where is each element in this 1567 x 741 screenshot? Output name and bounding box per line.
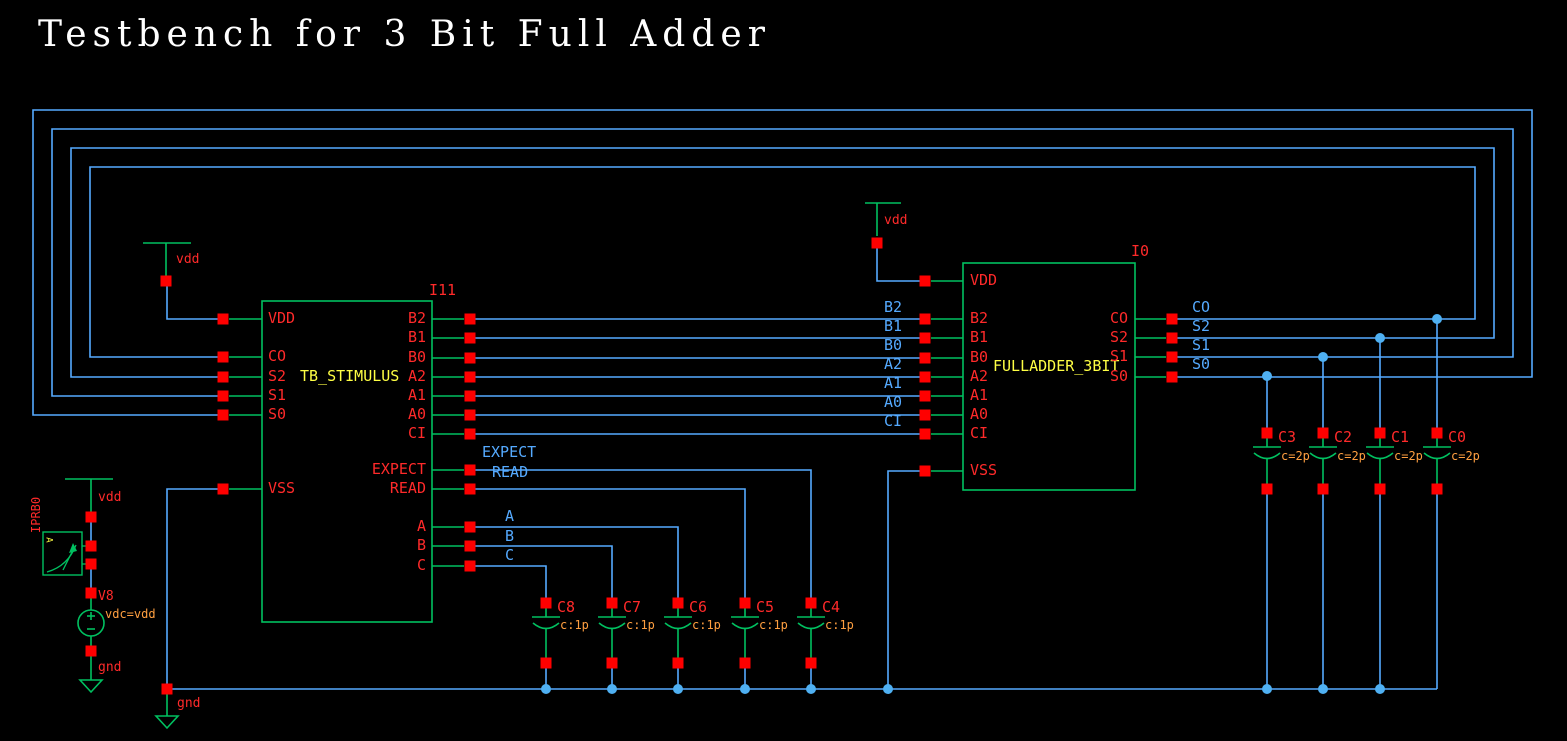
fa-pin-b0: B0	[970, 348, 989, 366]
iprb0-probe[interactable]	[42, 531, 86, 576]
pin-squares[interactable]	[85, 237, 1443, 695]
tb-pin-a0: A0	[407, 405, 426, 423]
gnd-label-v8: gnd	[98, 660, 122, 675]
ammeter-unit-label: A	[43, 537, 54, 543]
tb-pin-a2: A2	[407, 367, 426, 385]
cap-name-c7[interactable]: C7	[623, 598, 642, 616]
fa-pin-s1: S1	[1109, 347, 1128, 365]
fa-instance-name[interactable]: I0	[1131, 242, 1150, 260]
fa-pin-s0: S0	[1109, 367, 1128, 385]
net-label-co-out[interactable]: CO	[1192, 298, 1211, 316]
net-label-c[interactable]: C	[505, 546, 515, 564]
tb-pin-ci: CI	[407, 424, 426, 442]
tb-pin-s2: S2	[268, 367, 287, 385]
net-label-b2[interactable]: B2	[883, 298, 902, 316]
cap-value-c0: c=2p	[1451, 449, 1480, 463]
net-label-a0[interactable]: A0	[883, 393, 902, 411]
fa-pin-b1: B1	[970, 328, 989, 346]
cap-name-c3[interactable]: C3	[1278, 428, 1297, 446]
net-label-expect[interactable]: EXPECT	[482, 443, 537, 461]
tb-pin-s1: S1	[268, 386, 287, 404]
cap-name-c8[interactable]: C8	[557, 598, 576, 616]
cap-name-c5[interactable]: C5	[756, 598, 775, 616]
cap-name-c4[interactable]: C4	[822, 598, 841, 616]
junction-dots	[541, 314, 1442, 694]
fa-cell-name[interactable]: FULLADDER_3BIT	[993, 357, 1120, 375]
net-label-a2[interactable]: A2	[883, 355, 902, 373]
net-label-b1[interactable]: B1	[883, 317, 902, 335]
net-label-a1[interactable]: A1	[883, 374, 902, 392]
cap-value-c5: c:1p	[759, 618, 788, 632]
probe-name[interactable]: IPRB0	[29, 496, 43, 533]
cap-name-c1[interactable]: C1	[1391, 428, 1410, 446]
tb-pin-a: A	[416, 517, 426, 535]
cap-name-c0[interactable]: C0	[1448, 428, 1467, 446]
vdd-label-tb: vdd	[176, 252, 200, 267]
tb-instance-name[interactable]: I11	[429, 281, 457, 299]
schematic-title: Testbench for 3 Bit Full Adder	[38, 14, 771, 55]
vdd-label-fa: vdd	[884, 213, 908, 228]
cap-value-c3: c=2p	[1281, 449, 1310, 463]
fa-pin-ci: CI	[970, 424, 989, 442]
gnd-label-rail: gnd	[177, 696, 201, 711]
source-value: vdc=vdd	[105, 607, 156, 621]
wires[interactable]	[32, 109, 1533, 690]
components[interactable]	[65, 202, 1451, 730]
v8-source[interactable]	[77, 598, 105, 646]
tb-pin-read: READ	[389, 479, 426, 497]
fa-pin-co: CO	[1109, 309, 1128, 327]
net-label-b0[interactable]: B0	[883, 336, 902, 354]
fa-pin-vdd: VDD	[970, 271, 998, 289]
gnd-symbol-rail	[154, 715, 180, 730]
tb-stimulus-outline	[261, 300, 433, 623]
fa-pin-a2: A2	[970, 367, 989, 385]
source-name[interactable]: V8	[98, 589, 114, 604]
net-label-a[interactable]: A	[505, 507, 515, 525]
cap-value-c1: c=2p	[1394, 449, 1423, 463]
tb-pin-b: B	[416, 536, 426, 554]
tb-pin-vdd: VDD	[268, 309, 296, 327]
cap-name-c2[interactable]: C2	[1334, 428, 1353, 446]
fa-pin-a1: A1	[970, 386, 989, 404]
net-label-ci[interactable]: CI	[883, 412, 902, 430]
probe-box	[42, 531, 83, 576]
fa-pin-a0: A0	[970, 405, 989, 423]
tb-pin-b1: B1	[407, 328, 426, 346]
cap-value-c7: c:1p	[626, 618, 655, 632]
fa-pin-vss: VSS	[970, 461, 998, 479]
tb-pin-c: C	[416, 556, 426, 574]
net-label-s0-out[interactable]: S0	[1192, 355, 1211, 373]
tb-pin-b2: B2	[407, 309, 426, 327]
cap-name-c6[interactable]: C6	[689, 598, 708, 616]
net-label-s2-out[interactable]: S2	[1192, 317, 1211, 335]
cap-value-c6: c:1p	[692, 618, 721, 632]
cap-value-c4: c:1p	[825, 618, 854, 632]
tb-pin-a1: A1	[407, 386, 426, 404]
fa-pin-s2: S2	[1109, 328, 1128, 346]
cap-value-c2: c=2p	[1337, 449, 1366, 463]
net-label-b[interactable]: B	[505, 527, 515, 545]
gnd-symbol-v8	[78, 679, 104, 694]
vdd-label-v8: vdd	[98, 490, 122, 505]
tb-pin-expect: EXPECT	[371, 460, 426, 478]
fa-pin-b2: B2	[970, 309, 989, 327]
tb-pin-co: CO	[268, 347, 287, 365]
probe-needle-arrow	[69, 543, 77, 553]
tb-cell-name[interactable]: TB_STIMULUS	[300, 367, 400, 385]
tb-pin-s0: S0	[268, 405, 287, 423]
tb-pin-vss: VSS	[268, 479, 296, 497]
cap-value-c8: c:1p	[560, 618, 589, 632]
tb-pin-b0: B0	[407, 348, 426, 366]
net-label-read[interactable]: READ	[492, 463, 529, 481]
net-label-s1-out[interactable]: S1	[1192, 336, 1211, 354]
